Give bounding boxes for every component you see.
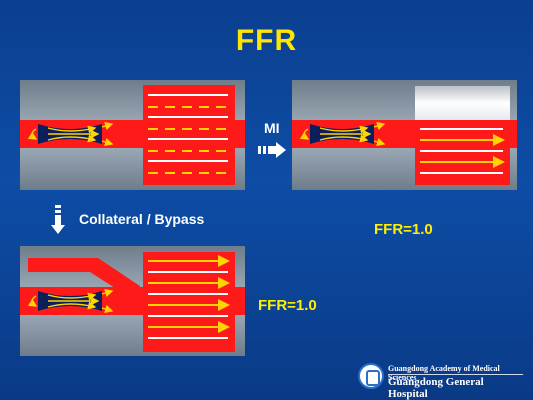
microvascular-flow-mi bbox=[420, 128, 505, 174]
logo-line-2: Guangdong General Hospital bbox=[388, 376, 484, 400]
mi-arrow bbox=[258, 142, 286, 158]
mi-label: MI bbox=[264, 120, 280, 136]
panel-mi bbox=[292, 80, 517, 190]
slide-title: FFR bbox=[235, 24, 298, 57]
panel-baseline bbox=[20, 80, 245, 190]
panel-collateral bbox=[20, 246, 245, 356]
logo-line-1: Guangdong Academy of Medical Sciences bbox=[388, 364, 500, 382]
stenotic-flow-arrows-mi bbox=[299, 121, 386, 147]
infarct-zone bbox=[415, 86, 510, 120]
collateral-label: Collateral / Bypass bbox=[79, 211, 205, 227]
collateral-arrow bbox=[51, 205, 65, 234]
stenotic-flow-arrows bbox=[27, 121, 114, 147]
hospital-logo: Guangdong Academy of Medical Sciences Gu… bbox=[358, 362, 523, 400]
microvascular-flow-collateral bbox=[148, 255, 230, 339]
bypass-graft bbox=[28, 258, 140, 304]
stenotic-flow-arrows-collateral bbox=[27, 288, 114, 314]
hospital-emblem-icon bbox=[358, 363, 384, 389]
logo-divider bbox=[388, 374, 523, 375]
ffr-value-mi: FFR=1.0 bbox=[374, 221, 433, 238]
microvascular-flow bbox=[148, 94, 228, 174]
ffr-value-collateral: FFR=1.0 bbox=[258, 297, 317, 314]
